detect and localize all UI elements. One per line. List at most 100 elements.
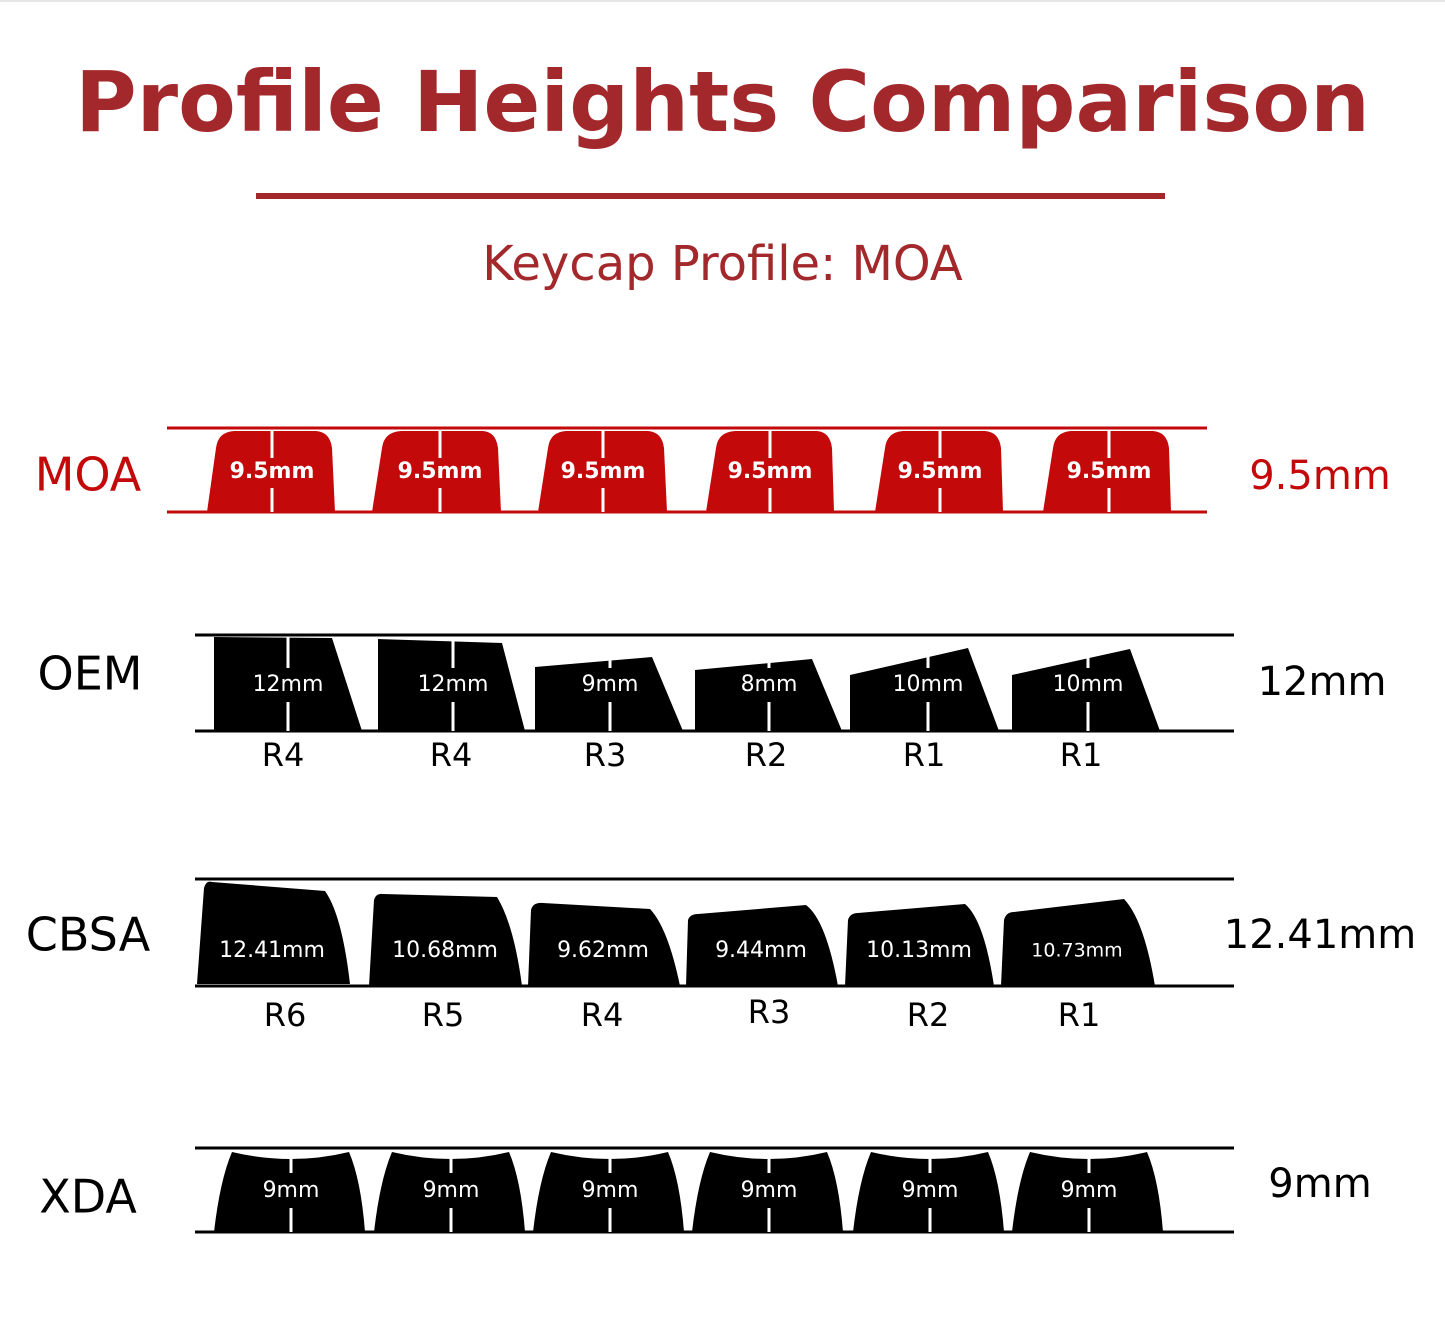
- keycap-height-label: 12mm: [418, 672, 489, 697]
- profile-max-height: 9.5mm: [1249, 453, 1391, 499]
- keycap: 12.41mm: [197, 881, 350, 984]
- keycap: 9mm: [853, 1150, 1004, 1232]
- keycap-height-label: 8mm: [741, 672, 798, 697]
- keycap-height-label: 9.5mm: [898, 459, 983, 484]
- row-label: R6: [264, 996, 307, 1034]
- keycap-height-label: 9mm: [582, 1178, 639, 1203]
- profile-max-height: 9mm: [1268, 1161, 1371, 1207]
- keycap: 8mm: [695, 637, 842, 731]
- keycap: 9.5mm: [538, 430, 667, 512]
- keycap-height-label: 9mm: [1061, 1178, 1118, 1203]
- keycap-silhouette: [686, 905, 838, 986]
- keycap: 12mm: [378, 637, 525, 731]
- keycap: 9mm: [533, 1150, 684, 1232]
- profile-name: OEM: [38, 647, 143, 701]
- keycap-silhouette: [1012, 649, 1160, 731]
- keycap: 12mm: [214, 637, 362, 731]
- keycap-silhouette: [374, 1152, 525, 1232]
- row-label: R5: [422, 996, 465, 1034]
- keycap-height-label: 9mm: [902, 1178, 959, 1203]
- keycap-height-label: 9.5mm: [561, 459, 646, 484]
- keycap-silhouette: [1012, 1152, 1163, 1232]
- row-label: R2: [745, 736, 788, 774]
- keycap-silhouette: [214, 1152, 365, 1232]
- keycap-height-label: 9.5mm: [230, 459, 315, 484]
- keycap-silhouette: [535, 657, 683, 731]
- keycap-silhouette: [706, 431, 834, 512]
- keycap-height-label: 9.5mm: [1067, 459, 1152, 484]
- keycap-silhouette: [197, 881, 350, 984]
- profile-name: CBSA: [26, 908, 151, 962]
- keycap-height-label: 9mm: [423, 1178, 480, 1203]
- keycap-height-label: 9.5mm: [728, 459, 813, 484]
- keycap-height-label: 10mm: [893, 672, 964, 697]
- keycap: 9mm: [374, 1150, 525, 1232]
- row-label: R1: [1058, 996, 1101, 1034]
- keycap-height-label: 12.41mm: [219, 938, 325, 963]
- row-label: R2: [907, 996, 950, 1034]
- keycap: 9mm: [692, 1150, 843, 1232]
- row-label: R4: [262, 736, 305, 774]
- keycap-silhouette: [369, 893, 522, 986]
- page-subtitle: Keycap Profile: MOA: [482, 236, 963, 292]
- keycap-silhouette: [207, 431, 335, 512]
- profile-name: XDA: [39, 1170, 137, 1224]
- keycap-silhouette: [875, 431, 1003, 512]
- keycap: 10.68mm: [369, 893, 522, 986]
- keycap-silhouette: [378, 639, 525, 731]
- keycap-silhouette: [1043, 431, 1171, 512]
- keycap-height-label: 9.5mm: [398, 459, 483, 484]
- keycap-silhouette: [850, 648, 999, 731]
- row-label: R1: [903, 736, 946, 774]
- keycap-silhouette: [853, 1152, 1004, 1232]
- keycap: 9.5mm: [875, 430, 1003, 512]
- keycap-height-label: 10.73mm: [1031, 940, 1122, 962]
- keycap-silhouette: [538, 431, 667, 512]
- keycap: 10mm: [1012, 637, 1160, 731]
- keycap-height-label: 12mm: [253, 672, 324, 697]
- keycap: 10.73mm: [1001, 899, 1155, 986]
- keycap: 9.5mm: [372, 430, 501, 512]
- keycap: 9.44mm: [686, 905, 838, 986]
- top-edge-rule: [0, 0, 1445, 2]
- keycap-silhouette: [214, 637, 362, 731]
- row-label: R4: [581, 996, 624, 1034]
- keycap-silhouette: [533, 1152, 684, 1232]
- row-label: R1: [1060, 736, 1103, 774]
- keycap: 9.5mm: [207, 430, 335, 512]
- page-title: Profile Heights Comparison: [75, 53, 1370, 151]
- keycap-silhouette: [372, 431, 501, 512]
- keycap-height-label: 9mm: [263, 1178, 320, 1203]
- keycap: 9.62mm: [528, 902, 680, 986]
- row-label: R3: [584, 736, 627, 774]
- profile-row-xda: XDA 9mm 9mm 9mm 9mm 9mm 9mm 9mm: [39, 1146, 1372, 1234]
- keycap-height-label: 9.44mm: [715, 938, 807, 963]
- keycap-silhouette: [845, 904, 994, 986]
- keycap: 9mm: [1012, 1150, 1163, 1232]
- keycap-silhouette: [528, 902, 680, 986]
- keycap: 10mm: [850, 637, 999, 731]
- keycap: 9.5mm: [1043, 430, 1171, 512]
- title-divider: [256, 193, 1165, 199]
- row-label: R3: [748, 993, 791, 1031]
- keycap-height-label: 9mm: [582, 672, 639, 697]
- keycap-height-label: 10mm: [1053, 672, 1124, 697]
- keycap-silhouette: [692, 1152, 843, 1232]
- keycap: 9.5mm: [706, 430, 834, 512]
- keycap-silhouette: [695, 659, 842, 731]
- keycap-height-label: 10.68mm: [392, 938, 498, 963]
- keycap-height-label: 9mm: [741, 1178, 798, 1203]
- keycap-silhouette: [1001, 899, 1155, 986]
- keycap-height-label: 9.62mm: [557, 938, 649, 963]
- keycap-height-label: 10.13mm: [866, 938, 972, 963]
- profile-max-height: 12.41mm: [1224, 912, 1416, 958]
- keycap: 9mm: [535, 637, 683, 731]
- keycap: 10.13mm: [845, 904, 994, 986]
- row-label: R4: [430, 736, 473, 774]
- keycap: 9mm: [214, 1150, 365, 1232]
- profile-max-height: 12mm: [1258, 659, 1387, 705]
